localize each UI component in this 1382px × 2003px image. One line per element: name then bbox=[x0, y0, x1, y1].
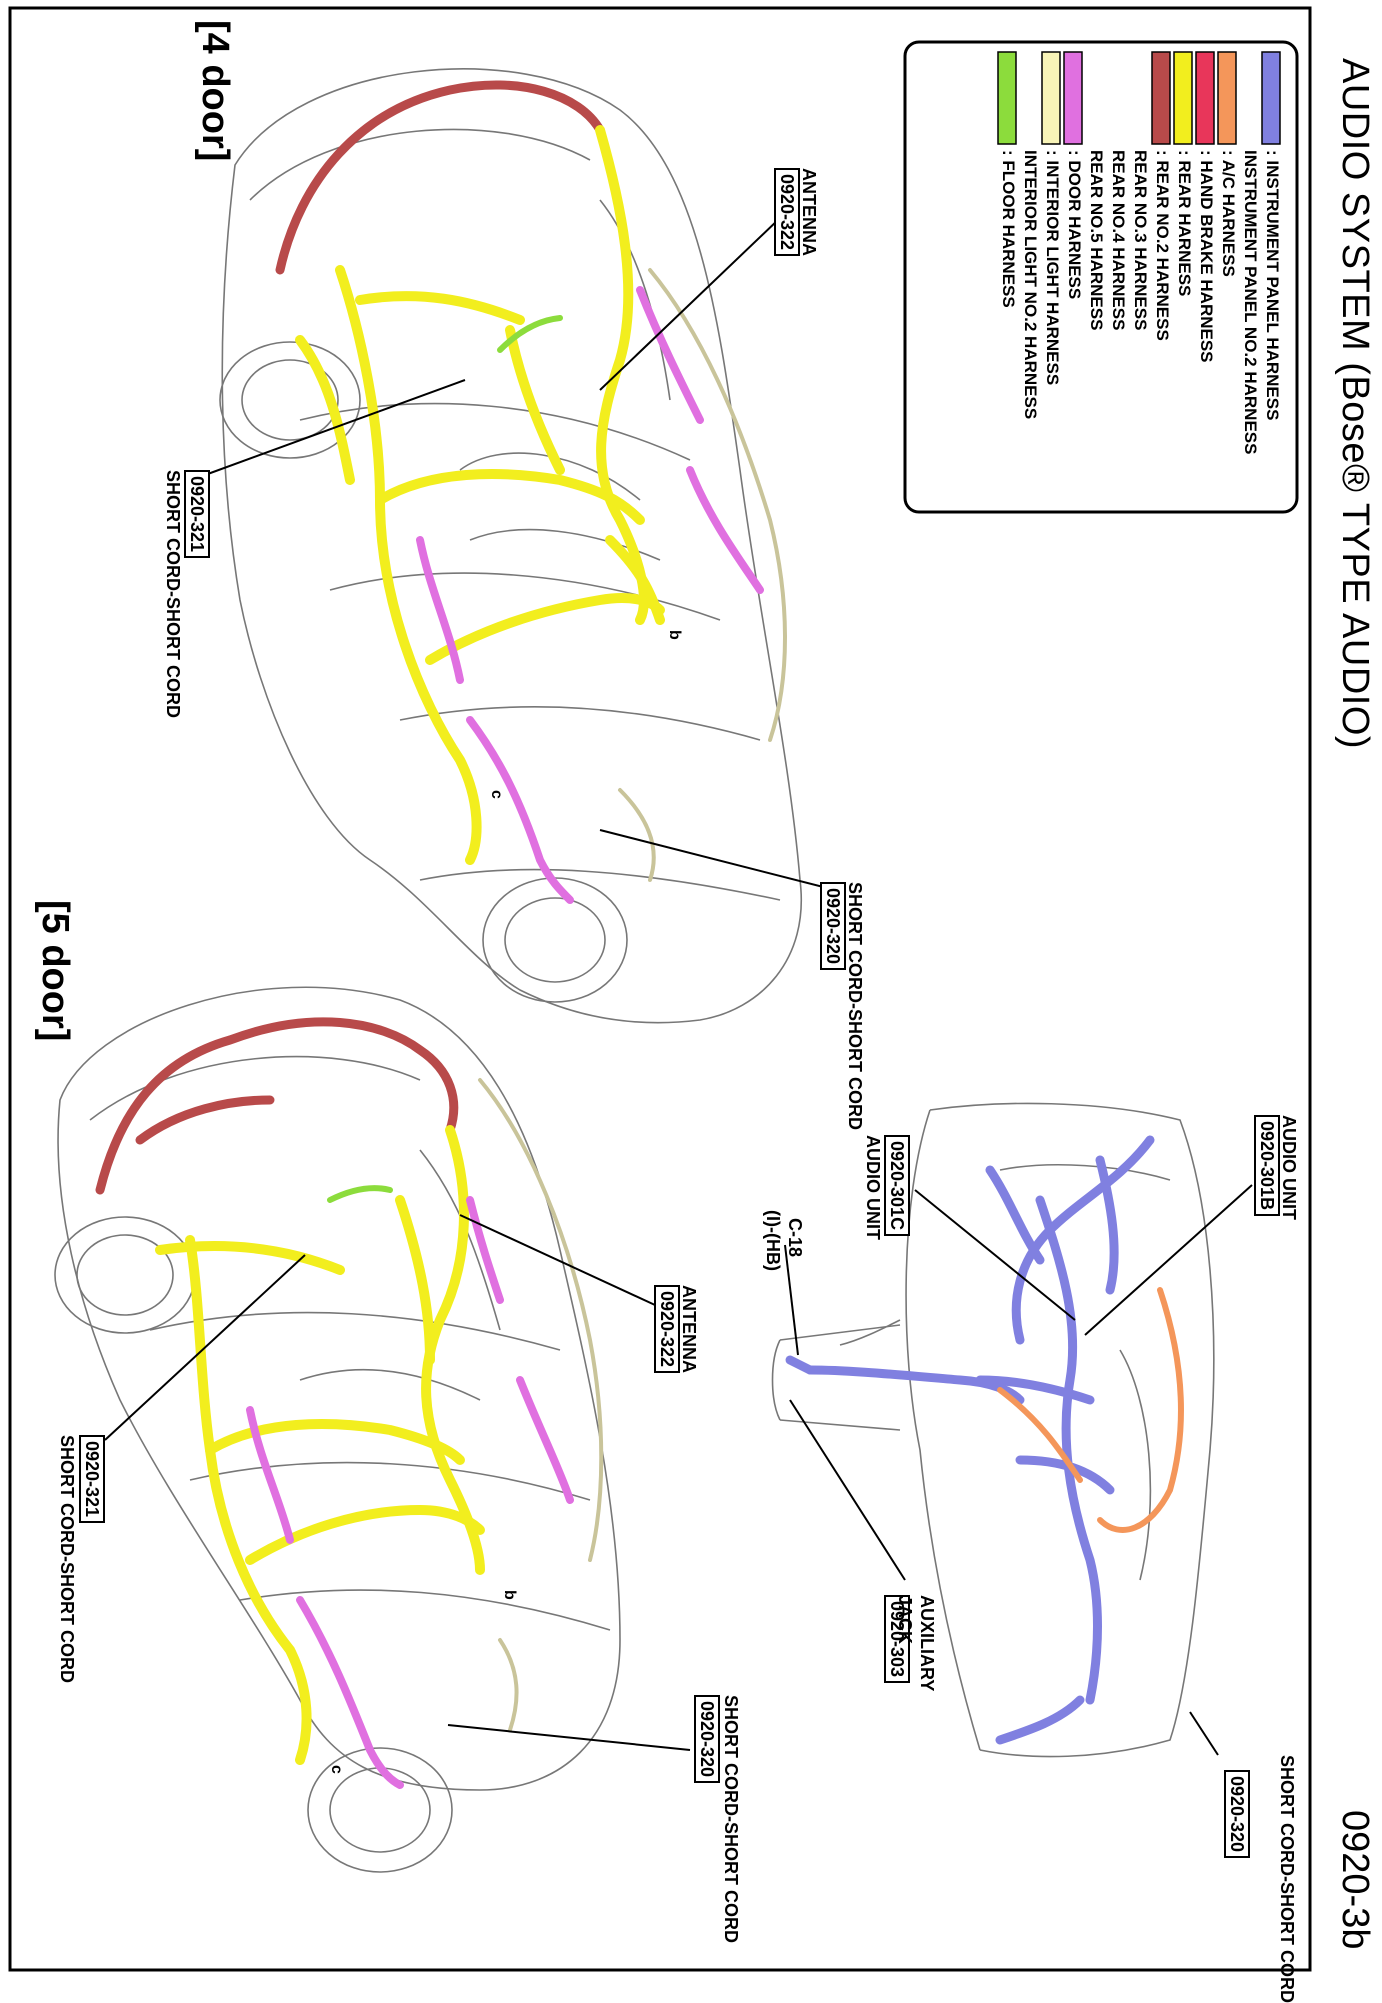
legend-item-text: : A/C HARNESS bbox=[1219, 150, 1238, 277]
legend-item-text: REAR NO.4 HARNESS bbox=[1109, 150, 1128, 331]
page-title: AUDIO SYSTEM (Bose® TYPE AUDIO) bbox=[1334, 58, 1376, 750]
legend-item-text: REAR NO.3 HARNESS bbox=[1131, 150, 1150, 331]
four-door-short-cord-right-code: 0920-320 bbox=[820, 882, 846, 971]
audio-unit-c-label: AUDIO UNIT bbox=[863, 1135, 883, 1240]
instrument-panel-ac-harness bbox=[997, 1287, 1184, 1533]
four-door-short-cord-right-label: SHORT CORD-SHORT CORD bbox=[845, 882, 865, 1130]
aux-jack-label-2: JACK bbox=[895, 1595, 915, 1645]
instrument-panel-outline bbox=[771, 1102, 1215, 1758]
four-door-car-outline bbox=[219, 68, 803, 1024]
four-door-interior-harness bbox=[618, 268, 787, 882]
four-door-rear-harness bbox=[295, 125, 665, 865]
five-door-short-cord-right-label: SHORT CORD-SHORT CORD bbox=[721, 1695, 741, 1943]
instrument-panel-harness bbox=[785, 1135, 1155, 1745]
five-door-short-cord-left-label: SHORT CORD-SHORT CORD bbox=[57, 1435, 77, 1683]
four-door-antenna-code: 0920-322 bbox=[774, 168, 800, 257]
page-number: 0920-3b bbox=[1334, 1810, 1376, 1950]
four-door-leaders bbox=[204, 217, 836, 891]
legend-swatch bbox=[997, 51, 1017, 145]
legend-item-text: : DOOR HARNESS bbox=[1065, 150, 1084, 300]
four-door-antenna-label: ANTENNA bbox=[799, 168, 819, 256]
five-door-antenna-label: ANTENNA bbox=[679, 1285, 699, 1373]
five-door-heading: [5 door] bbox=[34, 900, 76, 1042]
legend-swatch bbox=[1041, 51, 1061, 145]
page-border bbox=[8, 6, 1312, 1972]
four-door-short-cord-left-code: 0920-321 bbox=[184, 470, 210, 559]
audio-unit-c-code: 0920-301C bbox=[884, 1135, 910, 1237]
ip-short-cord-code: 0920-320 bbox=[1224, 1770, 1250, 1859]
legend-item-text: : INSTRUMENT PANEL HARNESS bbox=[1263, 150, 1282, 421]
legend-swatch bbox=[1063, 51, 1083, 145]
legend-item-text: INSTRUMENT PANEL NO.2 HARNESS bbox=[1241, 150, 1260, 455]
legend-swatch bbox=[1151, 51, 1171, 145]
legend-item-text: INTERIOR LIGHT NO.2 HARNESS bbox=[1021, 150, 1040, 420]
legend-swatch bbox=[1195, 51, 1215, 145]
legend-item-text: : HAND BRAKE HARNESS bbox=[1197, 150, 1216, 363]
five-door-car-outline bbox=[54, 986, 621, 1873]
five-door-antenna-code: 0920-322 bbox=[654, 1285, 680, 1374]
five-door-marker-c: c bbox=[328, 1765, 345, 1774]
five-door-marker-b: b bbox=[501, 1590, 518, 1600]
legend-swatch bbox=[1217, 51, 1237, 145]
five-door-door-harness bbox=[246, 1196, 574, 1789]
five-door-leaders bbox=[104, 1214, 691, 1751]
legend-item-text: : INTERIOR LIGHT HARNESS bbox=[1043, 150, 1062, 386]
five-door-rear-harness bbox=[155, 1125, 485, 1765]
legend-item-text: : REAR NO.2 HARNESS bbox=[1153, 150, 1172, 341]
instrument-panel-leaders bbox=[784, 1184, 1253, 1756]
audio-unit-b-label: AUDIO UNIT bbox=[1279, 1115, 1299, 1220]
aux-jack-label-1: AUXILIARY bbox=[917, 1595, 937, 1692]
audio-unit-b-code: 0920-301B bbox=[1254, 1115, 1280, 1217]
four-door-rear2-harness bbox=[275, 80, 605, 275]
five-door-short-cord-right-code: 0920-320 bbox=[694, 1695, 720, 1784]
legend-item-text: REAR NO.5 HARNESS bbox=[1087, 150, 1106, 331]
four-door-floor-harness bbox=[497, 315, 563, 353]
legend-swatch bbox=[1261, 51, 1281, 145]
five-door-rear2-harness bbox=[95, 1017, 459, 1195]
legend-box bbox=[903, 40, 1299, 514]
ip-short-cord-label: SHORT CORD-SHORT CORD bbox=[1277, 1755, 1297, 2003]
five-door-interior-harness bbox=[478, 1078, 604, 1732]
connector-c18-label: C-18 bbox=[785, 1218, 805, 1258]
five-door-short-cord-left-code: 0920-321 bbox=[79, 1435, 105, 1524]
four-door-door-harness bbox=[416, 286, 764, 904]
legend-swatch bbox=[1173, 51, 1193, 145]
legend-swatches bbox=[997, 51, 1281, 145]
four-door-short-cord-left-label: SHORT CORD-SHORT CORD bbox=[163, 470, 183, 718]
four-door-marker-c: c bbox=[488, 790, 505, 799]
four-door-heading: [4 door] bbox=[194, 20, 236, 162]
legend-item-text: : REAR HARNESS bbox=[1175, 150, 1194, 297]
five-door-floor-harness bbox=[327, 1185, 393, 1203]
connector-c18-sub: (I)-(HB) bbox=[763, 1210, 783, 1271]
legend-item-text: : FLOOR HARNESS bbox=[999, 150, 1018, 308]
four-door-marker-b: b bbox=[666, 630, 683, 640]
